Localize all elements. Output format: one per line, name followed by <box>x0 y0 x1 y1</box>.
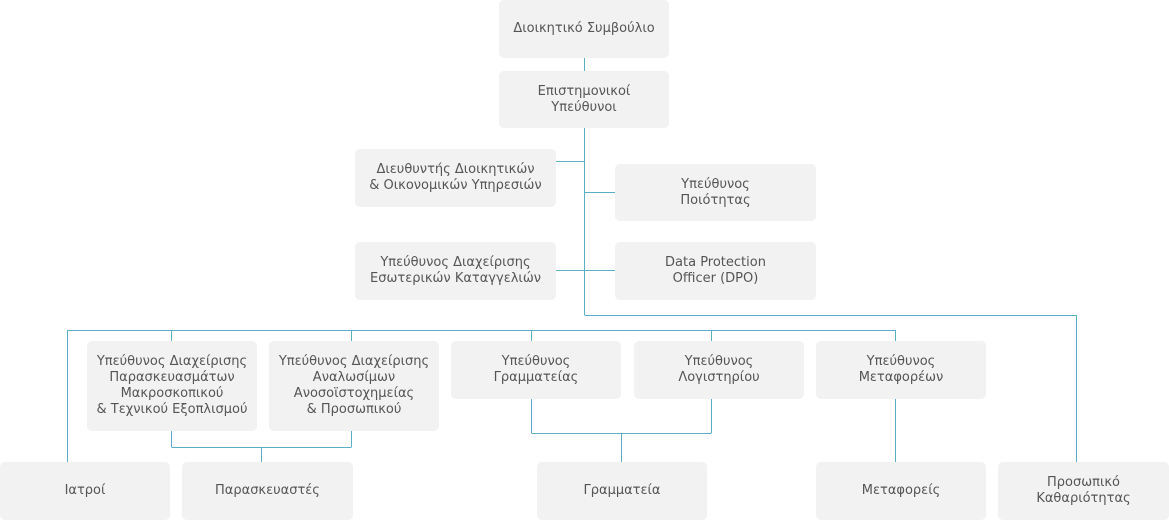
node-complaints-label: Υπεύθυνος Διαχείρισης Εσωτερικών Καταγγε… <box>370 255 541 286</box>
node-transport-head-label: Υπεύθυνος Μεταφορέων <box>858 354 944 385</box>
node-transport-head: Υπεύθυνος Μεταφορέων <box>816 341 986 399</box>
node-quality: Υπεύθυνος Ποιότητας <box>615 164 816 221</box>
node-board-label: Διοικητικό Συμβούλιο <box>513 21 655 36</box>
node-admin-director-label: Διευθυντής Διοικητικών & Οικονομικών Υπη… <box>369 162 542 193</box>
node-secretariat-head-label: Υπεύθυνος Γραμματείας <box>493 354 579 385</box>
node-secretariat: Γραμματεία <box>537 462 707 520</box>
node-accounting: Υπεύθυνος Λογιστηρίου <box>634 341 804 399</box>
node-dpo: Data Protection Officer (DPO) <box>615 242 816 300</box>
node-board: Διοικητικό Συμβούλιο <box>499 0 669 58</box>
node-cleaning-staff-label: Προσωπικό Καθαριότητας <box>1036 475 1131 506</box>
node-specimens-label: Υπεύθυνος Διαχείρισης Παρασκευασμάτων Μα… <box>96 354 248 417</box>
node-scientific-heads-label: Επιστημονικοί Υπεύθυνοι <box>537 83 631 115</box>
node-accounting-label: Υπεύθυνος Λογιστηρίου <box>678 354 760 385</box>
node-consumables-label: Υπεύθυνος Διαχείρισης Αναλωσίμων Ανοσοϊσ… <box>278 354 430 417</box>
node-technicians: Παρασκευαστές <box>182 462 353 520</box>
node-technicians-label: Παρασκευαστές <box>215 483 320 498</box>
node-transporters: Μεταφορείς <box>816 462 986 520</box>
node-dpo-label: Data Protection Officer (DPO) <box>665 255 766 286</box>
node-secretariat-label: Γραμματεία <box>583 483 661 498</box>
node-secretariat-head: Υπεύθυνος Γραμματείας <box>451 341 621 399</box>
node-cleaning-staff: Προσωπικό Καθαριότητας <box>998 462 1169 520</box>
node-transporters-label: Μεταφορείς <box>861 483 941 498</box>
node-consumables: Υπεύθυνος Διαχείρισης Αναλωσίμων Ανοσοϊσ… <box>269 341 439 431</box>
node-scientific-heads: Επιστημονικοί Υπεύθυνοι <box>499 71 669 128</box>
node-quality-label: Υπεύθυνος Ποιότητας <box>680 176 751 208</box>
node-complaints: Υπεύθυνος Διαχείρισης Εσωτερικών Καταγγε… <box>355 242 556 300</box>
node-doctors: Ιατροί <box>0 462 170 520</box>
node-admin-director: Διευθυντής Διοικητικών & Οικονομικών Υπη… <box>355 149 556 207</box>
node-doctors-label: Ιατροί <box>64 483 106 498</box>
node-specimens: Υπεύθυνος Διαχείρισης Παρασκευασμάτων Μα… <box>87 341 257 431</box>
